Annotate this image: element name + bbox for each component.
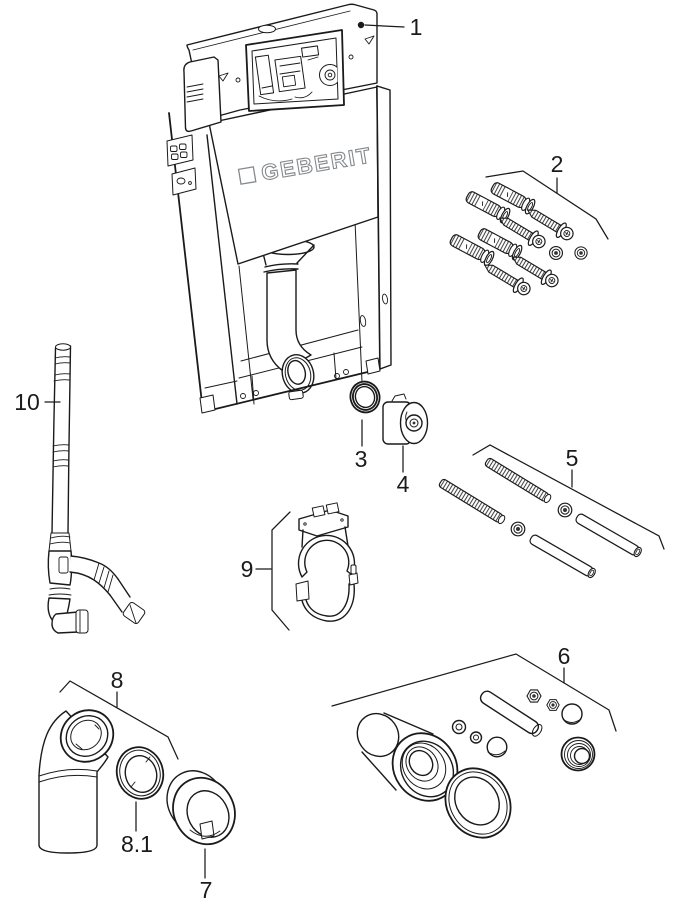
washer <box>451 719 467 735</box>
pipe-clamp <box>255 502 359 631</box>
cistern-frame-assembly: GEBERIT <box>166 3 392 414</box>
large-seal-ring <box>444 767 512 839</box>
protective-cover: GEBERIT <box>208 86 379 265</box>
washer <box>469 731 483 744</box>
rail-plates <box>166 134 197 196</box>
frame-rails <box>168 85 392 414</box>
callout-dot-1 <box>357 21 365 29</box>
flush-pipe-socket <box>356 712 459 802</box>
connector-fitting <box>382 393 429 445</box>
callouts: 1 2 3 4 5 6 7 8 8.1 9 10 <box>14 14 578 900</box>
label-part-8: 8 <box>111 667 124 693</box>
label-part-10: 10 <box>14 389 40 415</box>
flush-valve-mechanism <box>254 45 338 102</box>
cistern-head <box>186 3 378 119</box>
elbow-bend <box>38 680 179 854</box>
right-outlet <box>69 555 146 625</box>
label-part-7: 7 <box>200 877 213 900</box>
outlet-connection-set <box>331 653 617 839</box>
label-part-3: 3 <box>355 446 368 472</box>
seal-ring <box>115 746 165 800</box>
left-outlet <box>47 587 89 634</box>
label-part-9: 9 <box>241 556 254 582</box>
supply-pipe-assembly <box>47 343 146 634</box>
label-part-8-1: 8.1 <box>121 831 153 857</box>
flush-bend-pipe <box>261 238 315 401</box>
o-ring-seal <box>349 380 381 414</box>
label-part-5: 5 <box>566 445 579 471</box>
label-part-1: 1 <box>410 14 423 40</box>
dome-cap <box>486 736 508 758</box>
threaded-plug <box>560 736 596 772</box>
cap-nut <box>561 703 583 725</box>
label-part-6: 6 <box>558 643 571 669</box>
threaded-rod-set <box>437 444 665 580</box>
label-part-2: 2 <box>551 151 564 177</box>
seal-mark-icon <box>218 72 229 82</box>
fill-valve-housing <box>183 56 222 133</box>
seal-mark-icon <box>364 35 375 45</box>
spacer-rod <box>479 690 543 737</box>
connector-sleeve <box>166 770 236 846</box>
label-part-4: 4 <box>397 471 410 497</box>
fastener-set <box>447 170 609 300</box>
